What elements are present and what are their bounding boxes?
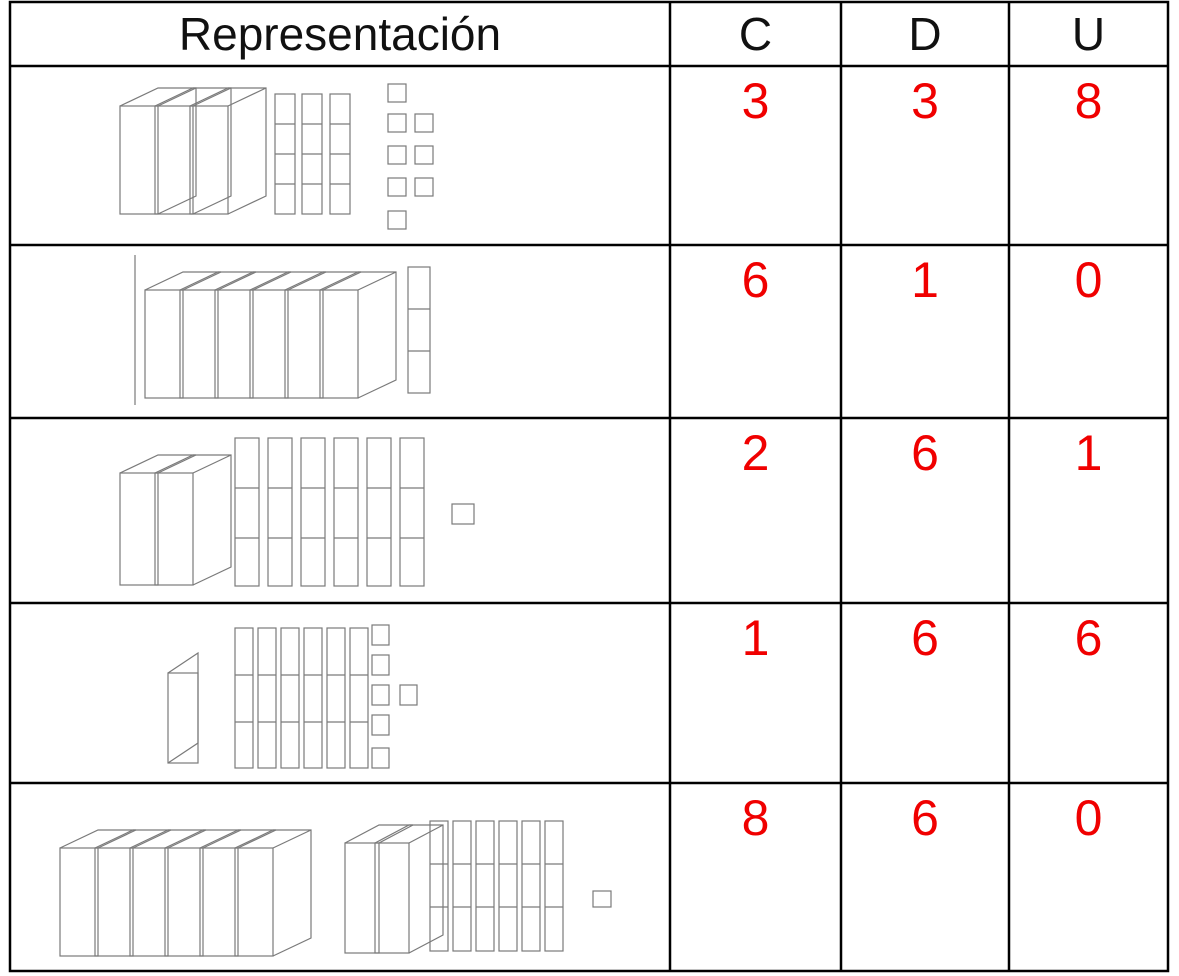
row-1-unidades: 8	[1074, 73, 1103, 129]
row-4-blocks	[167, 624, 418, 769]
row-1-decenas: 3	[911, 73, 939, 129]
row-1-centenas: 3	[741, 73, 770, 129]
row-4-centenas: 1	[741, 610, 770, 666]
header-centenas: C	[738, 8, 773, 60]
row-4-unidades: 6	[1074, 610, 1103, 666]
row-2-decenas: 1	[911, 252, 939, 308]
base-ten-blocks-representation	[10, 66, 670, 245]
header-representacion: Representación	[178, 8, 502, 60]
row-2-unidades: 0	[1074, 252, 1103, 308]
base-ten-blocks-representation	[10, 245, 670, 418]
row-4-decenas: 6	[911, 610, 939, 666]
row-2-centenas: 6	[741, 252, 770, 308]
row-5-blocks	[59, 820, 612, 957]
header-decenas: D	[908, 8, 942, 60]
row-3-centenas: 2	[741, 425, 770, 481]
base-ten-blocks-representation	[10, 783, 670, 971]
header-unidades: U	[1071, 8, 1106, 60]
row-5-unidades: 0	[1074, 790, 1103, 846]
row-5-centenas: 8	[741, 790, 770, 846]
row-3-decenas: 6	[911, 425, 939, 481]
base-ten-blocks-representation	[10, 603, 670, 783]
row-3-blocks	[119, 437, 475, 587]
row-2-blocks	[134, 255, 431, 405]
row-5-decenas: 6	[911, 790, 939, 846]
row-3-unidades: 1	[1074, 425, 1103, 481]
base-ten-blocks-representation	[10, 418, 670, 603]
row-1-blocks	[119, 83, 434, 230]
